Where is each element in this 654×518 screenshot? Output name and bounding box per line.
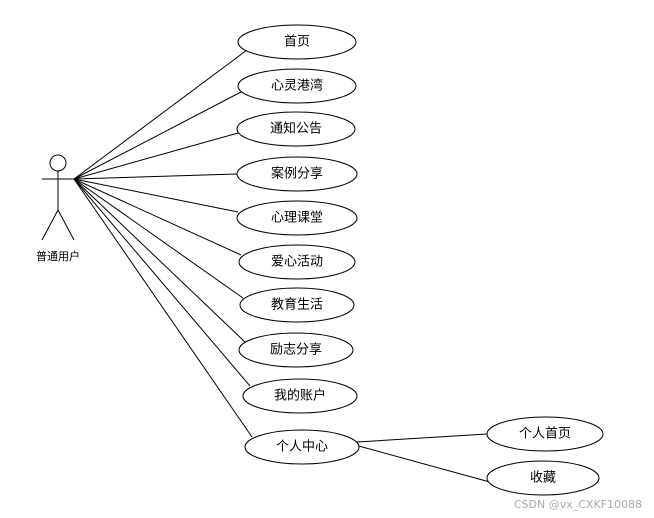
use-case-label: 心灵港湾 bbox=[271, 78, 323, 94]
association-activity bbox=[73, 178, 242, 256]
use-case-harbor: 心灵港湾 bbox=[237, 68, 357, 104]
use-case-label: 首页 bbox=[284, 35, 310, 50]
use-case-ellipse bbox=[236, 200, 358, 236]
use-case-favorites: 收藏 bbox=[486, 460, 600, 496]
use-case-ellipse bbox=[242, 378, 358, 414]
use-case-ellipse bbox=[237, 68, 357, 104]
use-case-activity: 爱心活动 bbox=[238, 244, 356, 280]
use-case-label: 案例分享 bbox=[271, 166, 323, 182]
use-case-ellipse bbox=[237, 24, 357, 60]
use-case-ellipse bbox=[236, 111, 356, 147]
use-case-ellipse bbox=[236, 156, 358, 192]
use-case-label: 个人首页 bbox=[519, 427, 571, 442]
use-case-ellipse bbox=[486, 460, 600, 496]
use-case-personal-home: 个人首页 bbox=[486, 416, 604, 452]
association-center bbox=[73, 178, 253, 438]
association-inspire bbox=[73, 178, 246, 343]
actor-head bbox=[49, 154, 67, 172]
association-harbor bbox=[73, 91, 242, 180]
association-account bbox=[73, 178, 251, 387]
use-case-label: 个人中心 bbox=[276, 440, 328, 455]
actor-right-leg bbox=[57, 209, 75, 241]
use-case-center: 个人中心 bbox=[244, 429, 360, 465]
actor-label: 普通用户 bbox=[36, 249, 80, 263]
actor-left-leg bbox=[41, 209, 59, 241]
use-case-ellipse bbox=[239, 287, 355, 323]
sub-associations bbox=[354, 433, 498, 485]
use-case-notice: 通知公告 bbox=[236, 111, 356, 147]
use-case-ellipse bbox=[244, 429, 360, 465]
use-case-label: 我的账户 bbox=[274, 388, 326, 404]
association-home bbox=[73, 49, 248, 180]
actor-normal-user: 普通用户 bbox=[36, 154, 80, 263]
use-case-label: 收藏 bbox=[530, 471, 556, 486]
association-cases bbox=[73, 173, 238, 180]
use-case-cases: 案例分享 bbox=[236, 156, 358, 192]
association-favorites bbox=[354, 444, 498, 485]
use-case-education: 教育生活 bbox=[239, 287, 355, 323]
actor-associations bbox=[73, 49, 253, 438]
use-case-label: 励志分享 bbox=[270, 342, 322, 358]
use-case-label: 心理课堂 bbox=[271, 211, 323, 226]
watermark: CSDN @vx_CXKF10088 bbox=[514, 498, 642, 511]
use-case-ellipse bbox=[238, 332, 354, 368]
association-class bbox=[73, 178, 239, 213]
use-case-account: 我的账户 bbox=[242, 378, 358, 414]
use-case-label: 爱心活动 bbox=[271, 255, 323, 270]
use-case-inspire: 励志分享 bbox=[238, 332, 354, 368]
use-case-class: 心理课堂 bbox=[236, 200, 358, 236]
use-case-ellipse bbox=[486, 416, 604, 452]
association-personal-home bbox=[356, 433, 488, 443]
association-notice bbox=[73, 132, 239, 180]
use-case-ellipse bbox=[238, 244, 356, 280]
association-education bbox=[73, 178, 244, 299]
use-case-home: 首页 bbox=[237, 24, 357, 60]
use-case-label: 教育生活 bbox=[271, 297, 323, 313]
use-case-label: 通知公告 bbox=[270, 121, 322, 137]
